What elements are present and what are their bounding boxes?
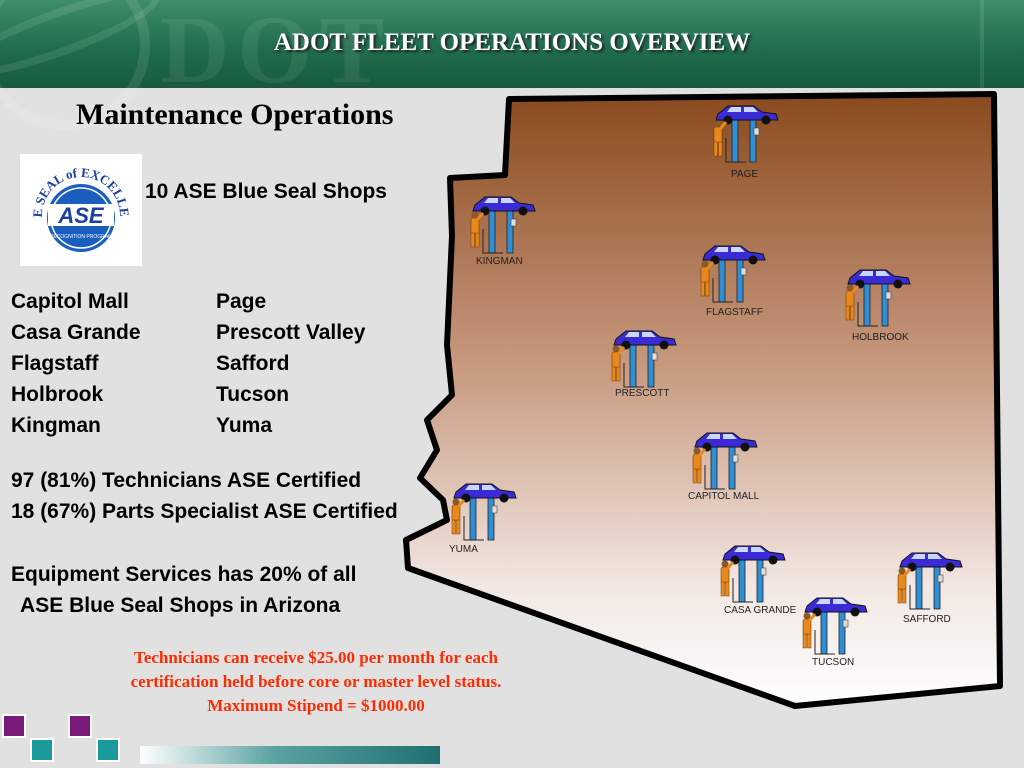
bottom-gradient-bar: [140, 746, 440, 764]
map-label-prescott: PRESCOTT: [615, 388, 670, 399]
decor-square-teal: [30, 738, 54, 762]
shop-name: Casa Grande: [11, 321, 141, 344]
map-label-casa-grande: CASA GRANDE: [724, 605, 797, 616]
map-label-safford: SAFFORD: [903, 614, 951, 625]
map-label-kingman: KINGMAN: [476, 256, 523, 267]
car-lift-icon-holbrook: [838, 262, 918, 332]
car-lift-icon-prescott: [604, 323, 684, 393]
shop-name: Tucson: [216, 383, 290, 406]
stipend-note: Technicians can receive $25.00 per month…: [90, 646, 542, 718]
logo-center-text: ASE: [57, 203, 105, 228]
shop-name: Safford: [216, 352, 290, 375]
shop-list-column-2: Page Prescott Valley Safford Tucson Yuma: [216, 286, 365, 441]
car-lift-icon-casa-grande: [713, 538, 793, 608]
stipend-note-line2: certification held before core or master…: [130, 672, 502, 691]
shop-name: Kingman: [11, 414, 101, 437]
car-lift-icon-flagstaff: [693, 238, 773, 308]
decor-square-purple: [68, 714, 92, 738]
car-lift-icon-kingman: [463, 189, 543, 259]
car-lift-icon-yuma: [444, 476, 524, 546]
technicians-stat: 97 (81%) Technicians ASE Certified: [11, 469, 362, 492]
logo-sub-text: RECOGNITION PROGRAM: [50, 234, 113, 240]
car-lift-icon-page: [706, 98, 786, 168]
ase-blue-seal-logo: BLUE SEAL of EXCELLENCE ASE RECOGNITION …: [15, 142, 142, 266]
banner-stripe: [980, 0, 984, 88]
car-lift-icon-capitol-mall: [685, 425, 765, 495]
header-banner: DOT: [0, 0, 1024, 130]
decor-square-purple: [2, 714, 26, 738]
map-label-flagstaff: FLAGSTAFF: [706, 307, 764, 318]
shop-name: Flagstaff: [11, 352, 99, 375]
shop-name: Page: [216, 290, 267, 313]
arizona-outline: [403, 91, 1003, 709]
page-title: ADOT FLEET OPERATIONS OVERVIEW: [273, 29, 751, 56]
equipment-services-stat-line2: ASE Blue Seal Shops in Arizona: [15, 594, 341, 617]
map-label-page: PAGE: [731, 169, 759, 180]
shop-name: Prescott Valley: [216, 321, 366, 344]
equipment-services-stat-line1: Equipment Services has 20% of all: [11, 563, 357, 586]
banner-watermark: DOT: [160, 0, 393, 103]
parts-specialist-stat: 18 (67%) Parts Specialist ASE Certified: [11, 500, 398, 523]
map-label-tucson: TUCSON: [812, 657, 855, 668]
shop-list-column-1: Capitol Mall Casa Grande Flagstaff Holbr…: [11, 286, 141, 441]
car-lift-icon-tucson: [795, 590, 875, 660]
globe-graphic: [0, 0, 150, 130]
ase-shops-count: 10 ASE Blue Seal Shops: [145, 180, 387, 203]
map-label-holbrook: HOLBROOK: [852, 332, 909, 343]
shop-name: Yuma: [216, 414, 273, 437]
section-title: Maintenance Operations: [76, 98, 394, 131]
shop-name: Capitol Mall: [11, 290, 129, 313]
decor-square-teal: [96, 738, 120, 762]
map-label-yuma: YUMA: [449, 544, 478, 555]
stipend-note-line1: Technicians can receive $25.00 per month…: [134, 648, 498, 667]
map-label-capitol-mall: CAPITOL MALL: [688, 491, 760, 502]
car-lift-icon-safford: [890, 545, 970, 615]
shop-name: Holbrook: [11, 383, 104, 406]
stipend-note-line3: Maximum Stipend = $1000.00: [207, 696, 425, 715]
